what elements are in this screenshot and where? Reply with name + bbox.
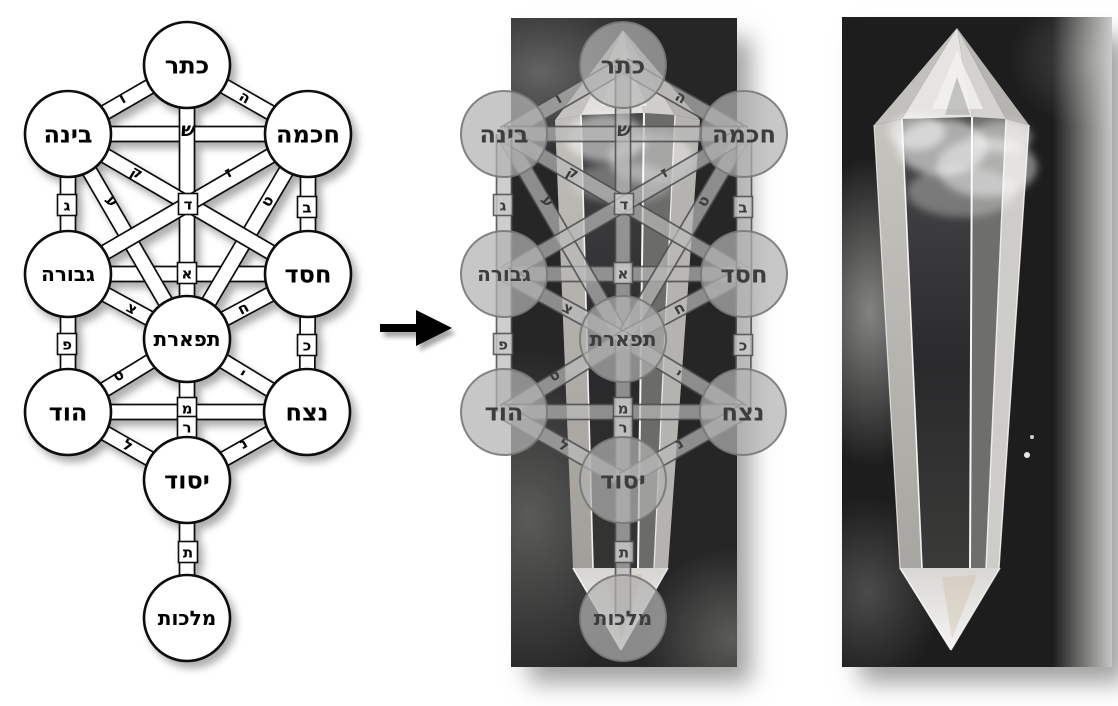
sparkle (1024, 452, 1030, 458)
path-letter-box-chesed-netzach (732, 333, 754, 357)
sephirah-gevurah (23, 229, 113, 319)
sephirah-chokhmah (700, 90, 788, 178)
sephirah-malkuth (142, 573, 232, 663)
crystal-point (900, 568, 1000, 650)
sephirah-tiferet (142, 294, 232, 384)
sephirah-label-chesed: חסד (285, 260, 332, 289)
path-letter-box-keter-tiferet (177, 192, 199, 216)
sephirah-label-gevurah: גבורה (41, 262, 95, 286)
path-letter-box-gevurah-chesed (176, 261, 198, 285)
sephirah-binah (460, 90, 548, 178)
sephirah-label-keter: כתר (165, 51, 209, 80)
sephirah-label-malkuth: מלכות (158, 606, 216, 630)
frost-inclusions (889, 114, 1037, 217)
arrow-shape (380, 310, 452, 346)
path-letter-binah-chokhmah: ש (616, 119, 633, 141)
path-letter-keter-tiferet: ד (184, 195, 193, 213)
sephirah-chesed (263, 229, 353, 319)
path-letter-chesed-netzach: כ (739, 336, 748, 354)
sephirah-keter (579, 21, 667, 109)
path-letter-box-gevurah-chesed (612, 261, 634, 285)
path-letter-gevurah-hod: פ (62, 335, 72, 353)
sephirah-yesod (579, 436, 667, 524)
path-letter-tiferet-yesod: ר (182, 418, 191, 436)
sephirah-label-tiferet: תפארת (589, 327, 656, 351)
sephirah-yesod (142, 435, 232, 525)
path-letter-gevurah-chesed: א (618, 264, 629, 282)
path-letter-binah-chokhmah: ש (180, 119, 197, 141)
sephirah-label-yesod: יסוד (600, 466, 646, 495)
sephirah-label-chokhmah: חכמה (712, 120, 776, 149)
sephirah-netzach (699, 368, 787, 456)
path-letter-binah-gevurah: ג (500, 196, 507, 214)
crystal-wand-photo (842, 17, 1112, 667)
path-letter-box-yesod-malkuth (177, 540, 199, 564)
path-letter-box-chokhmah-chesed (296, 195, 318, 219)
light-glow (641, 548, 737, 667)
sephirah-keter (142, 20, 232, 110)
sephirah-chokhmah (263, 89, 353, 179)
path-letter-box-keter-tiferet (613, 192, 635, 216)
path-letter-gevurah-chesed: א (182, 264, 193, 282)
sephirah-hod (23, 367, 113, 457)
sephirah-malkuth (579, 574, 667, 662)
sephirah-label-chesed: חסד (721, 260, 768, 289)
sparkle (1030, 435, 1034, 439)
sephirah-label-keter: כתר (601, 51, 645, 80)
path-letter-chesed-netzach: כ (303, 336, 312, 354)
path-letter-box-chesed-netzach (296, 333, 318, 357)
sephirah-label-binah: בינה (43, 120, 92, 149)
crystal-wand-art (842, 17, 1112, 667)
sephirah-label-malkuth: מלכות (594, 606, 652, 630)
path-letter-binah-gevurah: ג (64, 196, 71, 214)
path-letter-hod-netzach: מ (182, 399, 193, 417)
path-letter-box-gevurah-hod (56, 332, 78, 356)
path-letter-keter-tiferet: ד (620, 195, 629, 213)
sephirah-label-netzach: נצח (721, 398, 764, 427)
sephirah-label-binah: בינה (479, 120, 528, 149)
path-letter-box-yesod-malkuth (613, 540, 635, 564)
crystal-wand (873, 28, 1037, 651)
path-letter-hod-netzach: מ (618, 399, 629, 417)
sephirah-label-yesod: יסוד (164, 466, 210, 495)
sephirah-label-hod: הוד (485, 398, 524, 427)
sephirah-netzach (262, 367, 352, 457)
path-letter-tiferet-yesod: ר (618, 418, 627, 436)
path-letter-box-gevurah-hod (492, 332, 514, 356)
path-letter-box-binah-gevurah (56, 193, 78, 217)
sephirah-hod (460, 368, 548, 456)
path-letter-box-binah-gevurah (492, 193, 514, 217)
sephirah-label-chokhmah: חכמה (276, 120, 340, 149)
path-letter-box-chokhmah-chesed (732, 195, 754, 219)
path-letter-gevurah-hod: פ (498, 335, 508, 353)
sephirah-chesed (700, 230, 788, 318)
arrow-icon (380, 310, 452, 346)
sephirah-label-netzach: נצח (285, 398, 328, 427)
sephirah-binah (23, 89, 113, 179)
path-letter-yesod-malkuth: ת (619, 543, 629, 561)
sephirah-label-tiferet: תפארת (153, 327, 220, 351)
sephirah-gevurah (460, 230, 548, 318)
path-letter-chokhmah-chesed: ב (738, 198, 747, 216)
sephirah-label-hod: הוד (49, 398, 88, 427)
path-letter-yesod-malkuth: ת (183, 543, 193, 561)
sephirah-label-gevurah: גבורה (477, 262, 531, 286)
sephirah-tiferet (579, 295, 667, 383)
path-letter-chokhmah-chesed: ב (302, 198, 311, 216)
